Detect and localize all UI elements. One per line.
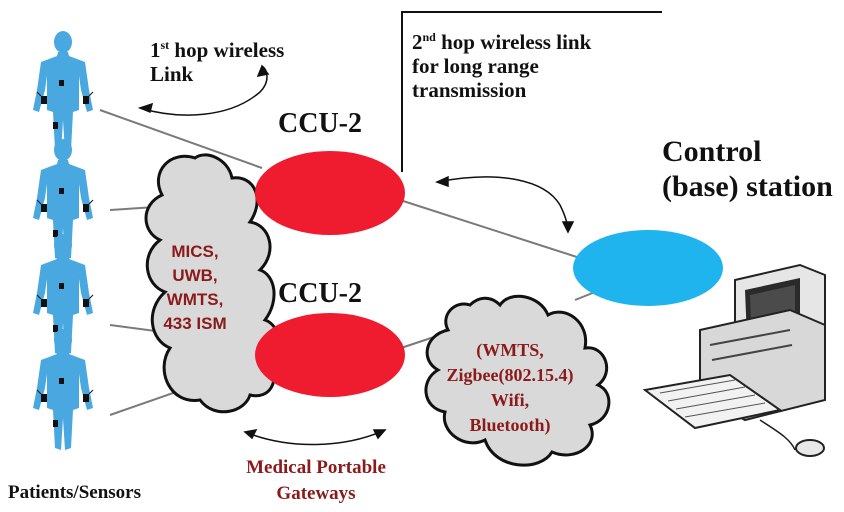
patient-figure-1 (32, 30, 94, 153)
desktop-computer-icon (642, 263, 826, 457)
cloud-left-line: 433 ISM (163, 314, 227, 333)
cloud-right-line: Bluetooth) (469, 415, 551, 435)
gateway-arrow (244, 429, 386, 446)
cloud-icon (144, 153, 281, 414)
hop2-arrow (436, 176, 569, 233)
patients-label: Patients/Sensors (8, 482, 141, 503)
hop2-label: 2nd hop wireless link for long range tra… (412, 30, 592, 103)
hop1-label: 1st hop wireless Link (150, 38, 285, 87)
ccu-top-base-link (399, 199, 581, 259)
ccu-top-label: CCU-2 (278, 108, 362, 139)
ccu-bottom-label: CCU-2 (278, 278, 362, 309)
patient1-link (99, 109, 263, 169)
cloud-icon (424, 294, 611, 467)
cloud-right-line: Wifi, (490, 390, 530, 410)
cloud-right-line: (WMTS, (476, 340, 544, 360)
cloud-left-line: UWB, (172, 266, 218, 285)
hop2-box (401, 11, 662, 172)
cloud-left-line: WMTS, (166, 290, 224, 309)
base-station-node (573, 230, 723, 306)
gateways-label: Medical Portable Gateways (246, 457, 386, 504)
cloud-right-line: Zigbee(802.15.4) (446, 365, 574, 385)
cloud-left-line: MICS, (171, 242, 219, 261)
ccu-top-node (255, 151, 405, 235)
patient-figure-4 (32, 328, 94, 451)
control-station-label: Control (base) station (662, 135, 833, 203)
cloud-right-text: (WMTS, Zigbee(802.15.4) Wifi, Bluetooth) (420, 338, 600, 438)
ccu-bottom-node (255, 313, 405, 397)
cloud-left-text: MICS, UWB, WMTS, 433 ISM (150, 240, 240, 336)
arrows (137, 64, 575, 446)
